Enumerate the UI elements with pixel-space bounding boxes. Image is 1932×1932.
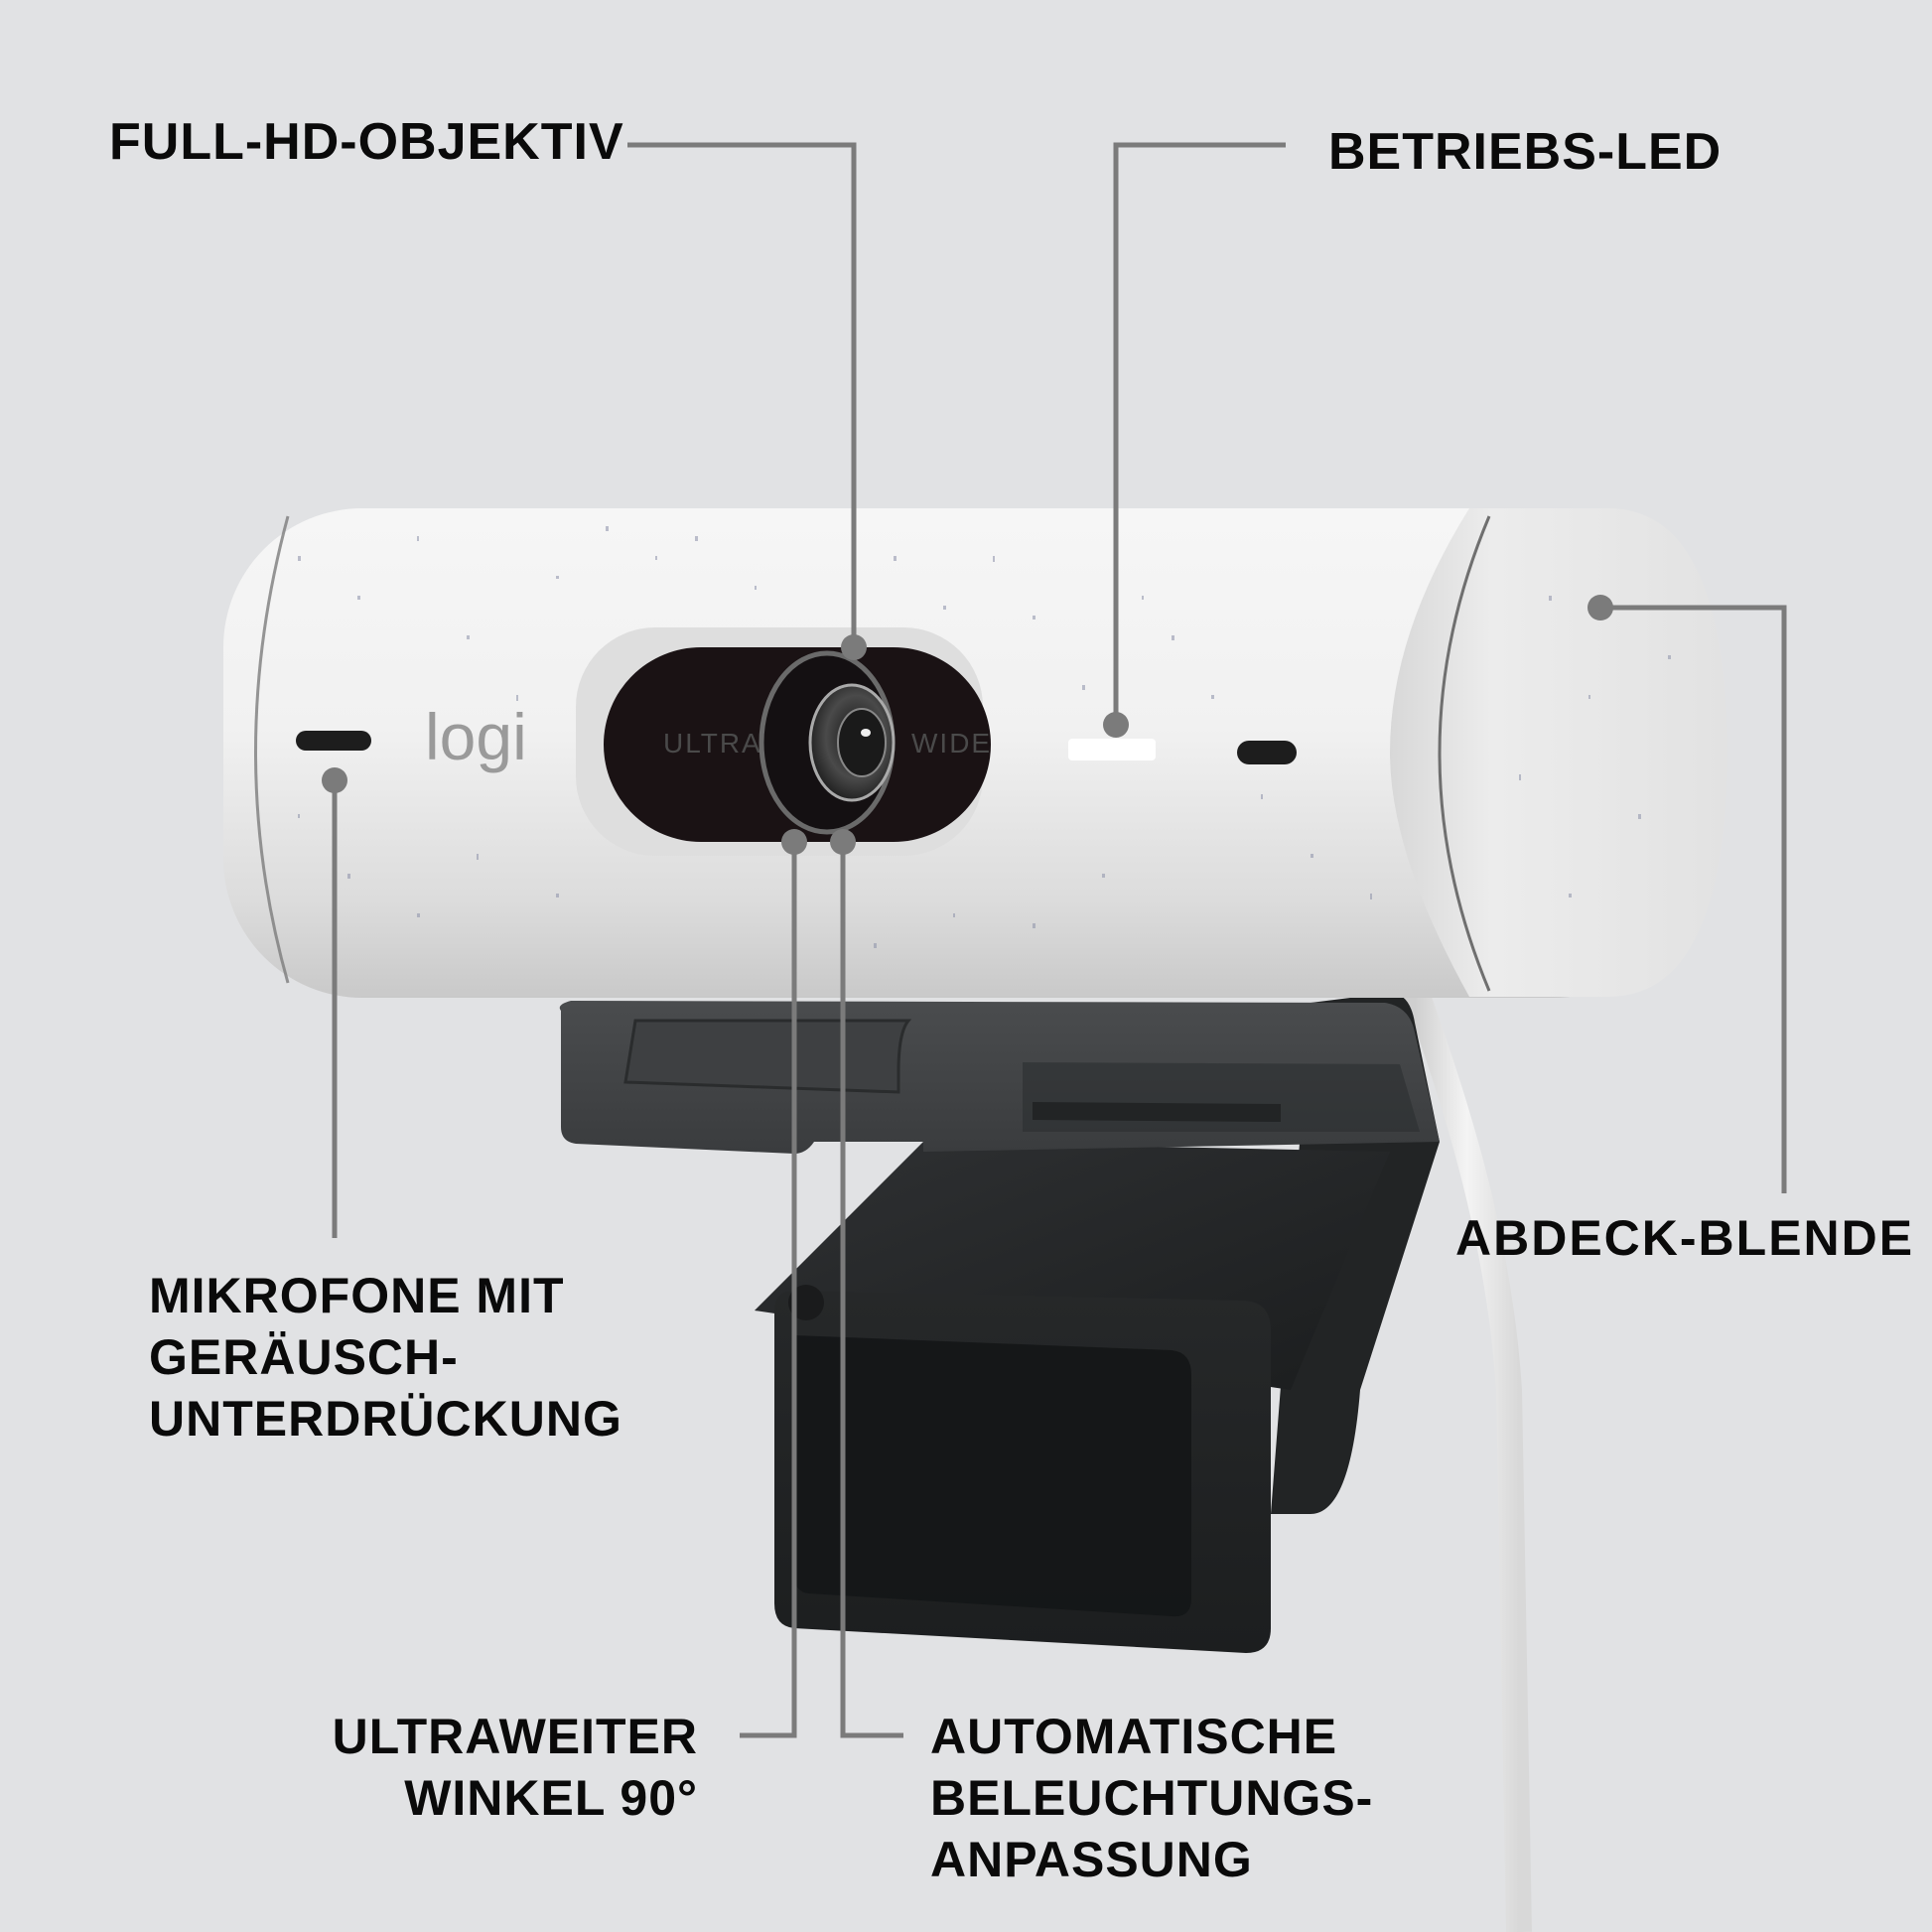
mount-clamp-pad (794, 1335, 1191, 1617)
microphone-left (296, 731, 371, 751)
callout-line-light (840, 842, 903, 1738)
privacy-shutter (1390, 508, 1727, 997)
svg-text:ULTRA: ULTRA (663, 728, 762, 759)
speckle-texture (298, 526, 1671, 948)
callout-lines (332, 142, 1787, 1738)
svg-text:WIDE: WIDE (911, 728, 992, 759)
callout-line-wide (740, 842, 797, 1738)
mount-step (1023, 1062, 1420, 1132)
logi-logo: logi (425, 700, 527, 773)
callout-label-auto-light-correction: AUTOMATISCHE BELEUCHTUNGS- ANPASSUNG (930, 1709, 1374, 1887)
mount-top-inset (623, 1019, 912, 1094)
callout-label-ultra-wide-angle: ULTRAWEITER WINKEL 90° (332, 1709, 698, 1826)
usb-cable (1402, 983, 1532, 1932)
callout-dots (322, 595, 1613, 855)
callout-line-lens (627, 142, 857, 645)
callout-label-privacy-shutter: ABDECK-BLENDE (1455, 1210, 1915, 1266)
callout-line-shutter (1600, 605, 1787, 1193)
microphone-right (1237, 741, 1297, 764)
callout-line-led (1113, 142, 1286, 725)
callout-label-power-led: BETRIEBS-LED (1328, 123, 1723, 181)
callout-label-full-hd-lens: FULL-HD-OBJEKTIV (109, 113, 624, 171)
callout-label-noise-reducing-mics: MIKROFONE MIT GERÄUSCH- UNTERDRÜCKUNG (149, 1268, 622, 1447)
power-led (1068, 739, 1156, 760)
